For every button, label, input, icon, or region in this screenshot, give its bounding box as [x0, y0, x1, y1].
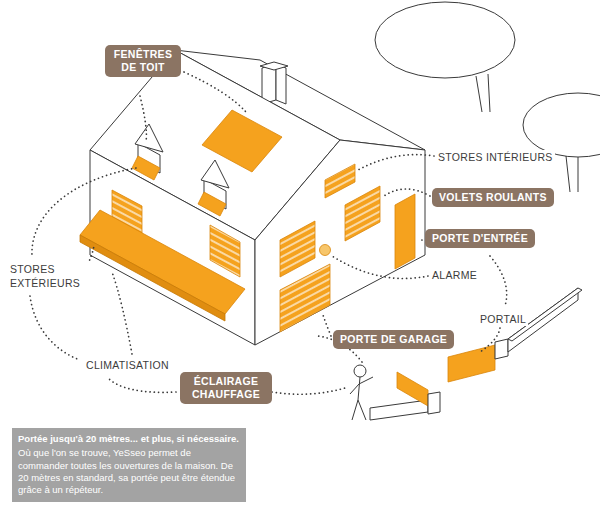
- roller-shutter: [345, 186, 380, 241]
- range-note: Portée jusqu'à 20 mètres... et plus, si …: [12, 428, 246, 502]
- leader-line: [322, 312, 331, 336]
- entrance-door: [395, 194, 415, 269]
- feature-label: STORES EXTÉRIEURS: [8, 262, 92, 290]
- tag-text: FENÊTRES DE TOIT: [112, 48, 174, 74]
- gate-leaf: [448, 345, 495, 382]
- gate-post: [428, 392, 440, 414]
- leader-line: [184, 72, 246, 112]
- leader-line: [272, 388, 345, 394]
- roller-shutter: [280, 221, 315, 277]
- wall-lamp: [320, 245, 331, 256]
- leader-line: [30, 296, 80, 360]
- leader-line: [332, 256, 428, 279]
- feature-label: STORES INTÉRIEURS: [436, 150, 555, 164]
- tag-text: PORTE DE GARAGE: [340, 333, 447, 346]
- note-text: Où que l'on se trouve, YeSseo permet de …: [18, 447, 240, 496]
- leader-line: [140, 96, 146, 142]
- feature-tag: ÉCLAIRAGE CHAUFFAGE: [180, 372, 272, 404]
- leader-line: [490, 256, 507, 306]
- person-head: [354, 365, 366, 377]
- feature-label: CLIMATISATION: [84, 358, 171, 372]
- chimney-top: [260, 62, 288, 70]
- tree-trunk: [566, 156, 578, 192]
- dormer-roof: [135, 124, 163, 152]
- leader-line: [112, 272, 132, 354]
- tree-crown: [375, 2, 515, 78]
- dormer-awning: [198, 192, 226, 216]
- exterior-awning: [80, 210, 245, 314]
- leader-line: [480, 328, 500, 352]
- person-body: [350, 377, 373, 420]
- awning-valance: [80, 235, 225, 321]
- gable-wall: [255, 140, 425, 345]
- gate-leaf: [397, 372, 428, 406]
- gate-post: [495, 339, 508, 359]
- feature-label: PORTAIL: [478, 312, 528, 326]
- dormer-roof: [201, 160, 229, 188]
- leader-line: [108, 378, 176, 392]
- tag-text: VOLETS ROULANTS: [439, 191, 547, 204]
- tag-text: ÉCLAIRAGE CHAUFFAGE: [187, 375, 265, 401]
- garage-door: [280, 264, 330, 332]
- tree-trunk: [476, 74, 490, 112]
- chimney-side: [276, 64, 286, 104]
- tree-crown: [523, 93, 600, 157]
- feature-tag: FENÊTRES DE TOIT: [105, 45, 181, 77]
- feature-tag: PORTE DE GARAGE: [333, 330, 454, 349]
- leader-line: [384, 189, 430, 196]
- leader-line: [418, 239, 422, 241]
- feature-tag: VOLETS ROULANTS: [432, 188, 554, 207]
- low-wall: [370, 400, 428, 420]
- leader-line: [358, 155, 434, 170]
- tag-text: PORTE D'ENTRÉE: [432, 232, 528, 245]
- feature-tag: PORTE D'ENTRÉE: [425, 229, 535, 248]
- leader-line: [32, 168, 136, 256]
- interior-blind-window: [325, 164, 355, 198]
- note-text: Portée jusqu'à 20 mètres... et plus, si …: [18, 433, 240, 445]
- roller-shutter: [210, 225, 240, 277]
- feature-label: ALARME: [430, 268, 479, 282]
